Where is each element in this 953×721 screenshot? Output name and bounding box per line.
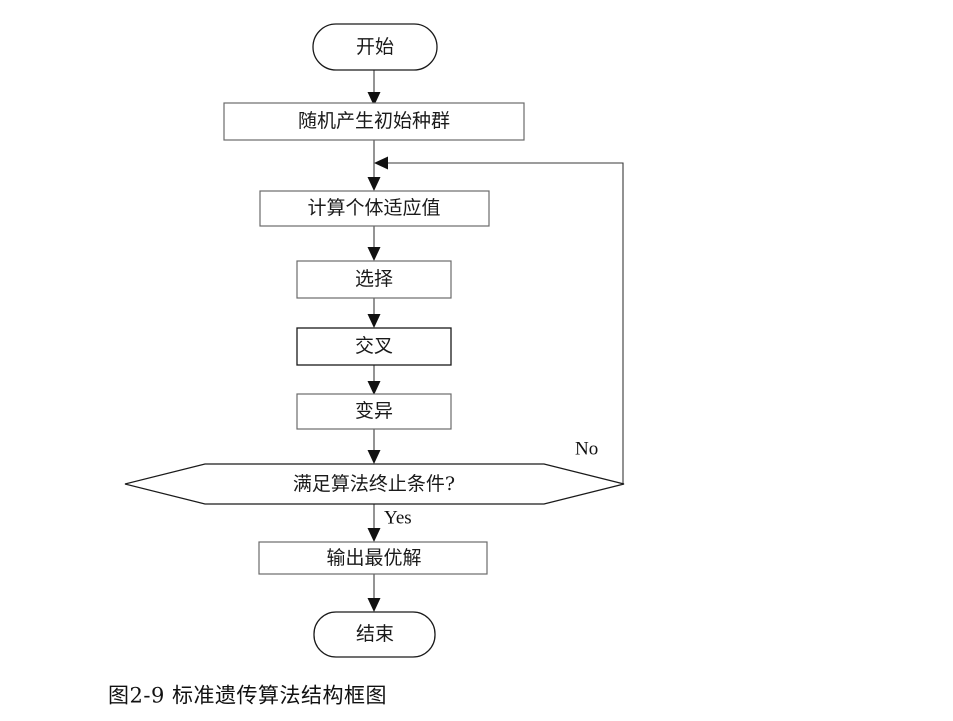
- node-fitness[interactable]: 计算个体适应值: [259, 190, 490, 227]
- edge-mutation-to-decision: [367, 429, 381, 464]
- node-selection-label: 选择: [355, 268, 393, 290]
- node-end[interactable]: 结束: [313, 611, 436, 658]
- node-decision-label: 满足算法终止条件?: [293, 473, 455, 495]
- edge-start-to-init: [367, 70, 381, 106]
- edge-output-to-end: [367, 574, 381, 612]
- node-output[interactable]: 输出最优解: [258, 541, 488, 575]
- node-mutation-shape: [296, 393, 452, 430]
- node-crossover-shape: [296, 327, 452, 366]
- node-mutation-label: 变异: [355, 400, 393, 422]
- node-output-shape: [258, 541, 488, 575]
- edge-crossover-to-mutation: [367, 365, 381, 395]
- node-start-label: 开始: [356, 36, 394, 58]
- node-selection[interactable]: 选择: [296, 260, 452, 299]
- node-fitness-shape: [259, 190, 490, 227]
- node-crossover[interactable]: 交叉: [296, 327, 452, 366]
- edge-label-layer: No Yes: [384, 438, 598, 528]
- node-decision-shape: [124, 463, 625, 505]
- edge-fitness-to-selection: [367, 226, 381, 261]
- edge-label-no: No: [575, 438, 598, 459]
- node-end-shape: [313, 611, 436, 658]
- node-selection-shape: [296, 260, 452, 299]
- node-init-population[interactable]: 随机产生初始种群: [223, 102, 525, 141]
- node-decision[interactable]: 满足算法终止条件?: [124, 463, 625, 505]
- node-layer: 开始 随机产生初始种群 计算个体适应值 选择 交叉: [124, 23, 625, 658]
- edge-init-to-fitness: [367, 140, 381, 191]
- node-init-population-label: 随机产生初始种群: [298, 110, 450, 132]
- edge-label-yes: Yes: [384, 507, 412, 528]
- figure-caption: 图2-9 标准遗传算法结构框图: [108, 684, 387, 708]
- node-start-shape: [312, 23, 438, 71]
- node-crossover-label: 交叉: [355, 335, 393, 357]
- edge-decision-yes-to-output: [367, 504, 381, 542]
- node-init-population-shape: [223, 102, 525, 141]
- node-start[interactable]: 开始: [312, 23, 438, 71]
- edge-selection-to-crossover: [367, 298, 381, 328]
- node-mutation[interactable]: 变异: [296, 393, 452, 430]
- node-fitness-label: 计算个体适应值: [307, 197, 440, 219]
- node-end-label: 结束: [356, 623, 394, 645]
- node-output-label: 输出最优解: [326, 547, 421, 569]
